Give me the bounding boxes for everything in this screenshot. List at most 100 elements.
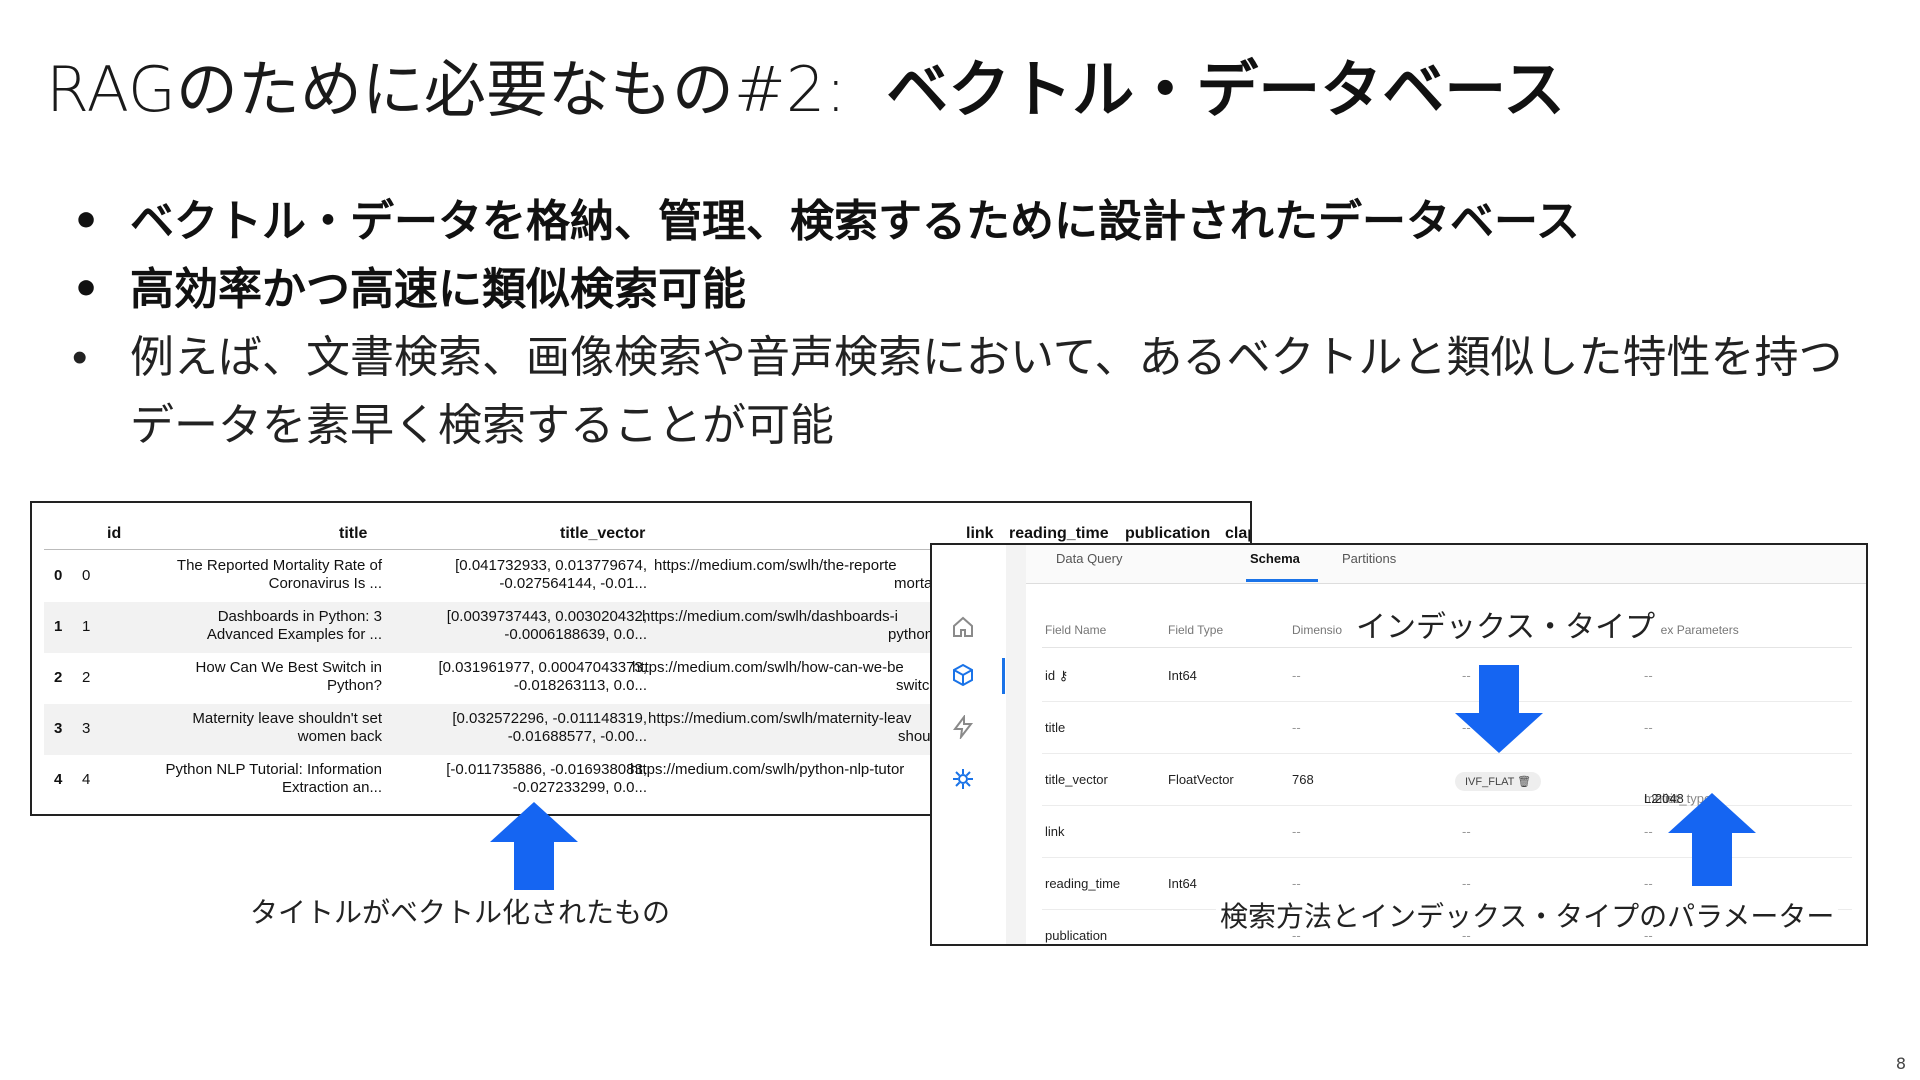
- tab-schema[interactable]: Schema: [1250, 551, 1300, 566]
- bullet-text: 例えば、文書検索、画像検索や音声検索において、あるベクトルと類似した特性を持つデ…: [130, 332, 1843, 451]
- col-index-parameters: Index Parameters: [1644, 623, 1739, 637]
- cell-id: 2: [82, 669, 91, 686]
- cell-title-line: Python?: [326, 677, 382, 694]
- tab-bar: Data Query Schema Partitions: [1026, 545, 1866, 584]
- bullet-dot: •: [72, 332, 88, 383]
- page-number: 8: [1895, 1054, 1906, 1073]
- title-light: RAGのために必要なもの#2:: [46, 53, 847, 126]
- arrow-down-icon: [1455, 665, 1543, 753]
- col-dimension: Dimensio: [1292, 623, 1343, 637]
- metric-type-key: metric_type:: [1644, 791, 1715, 806]
- schema-row: link -- -- --: [1042, 805, 1852, 858]
- col-header-title-vector: title_vector: [560, 525, 646, 542]
- cell-vector-line: [0.041732933, 0.013779674,: [455, 557, 647, 574]
- settings-icon[interactable]: [950, 767, 976, 793]
- cell-link-line: https://medium.com/swlh/the-reporte: [654, 557, 897, 574]
- cell-title-line: Maternity leave shouldn't set: [192, 710, 382, 727]
- schema-row: title -- -- --: [1042, 701, 1852, 754]
- field-dimension: 768: [1292, 772, 1314, 787]
- cell-link-line: https://medium.com/swlh/maternity-leav: [648, 710, 912, 727]
- field-name: link: [1045, 824, 1065, 839]
- field-name: title: [1045, 720, 1066, 735]
- field-index-params: --: [1644, 928, 1653, 943]
- field-index-type: --: [1462, 876, 1471, 891]
- sidebar-gutter: [1006, 545, 1026, 944]
- metric-type-value: L2: [1644, 791, 1659, 806]
- cell-title-line: Python NLP Tutorial: Information: [165, 761, 382, 778]
- active-nav-indicator: [1002, 658, 1005, 694]
- cell-link-line: shoul: [898, 728, 934, 745]
- cell-link-line: https://medium.com/swlh/how-can-we-be: [632, 659, 904, 676]
- bullet-dot: •: [72, 264, 101, 315]
- cube-icon[interactable]: [950, 663, 976, 689]
- arrow-up-icon: [1668, 793, 1756, 886]
- field-dimension: --: [1292, 824, 1301, 839]
- bullet-item: • 例えば、文書検索、画像検索や音声検索において、あるベクトルと類似した特性を持つ…: [70, 324, 1870, 460]
- field-index-type: --: [1462, 928, 1471, 943]
- arrow-up-icon: [490, 802, 578, 890]
- bullet-dot: •: [72, 196, 101, 247]
- col-header-title: title: [339, 525, 368, 542]
- cell-vector-line: [-0.011735886, -0.016938083,: [446, 761, 647, 778]
- bullet-item: • ベクトル・データを格納、管理、検索するために設計されたデータベース: [70, 188, 1870, 256]
- bolt-icon[interactable]: [950, 714, 976, 741]
- field-index-params: --: [1644, 824, 1653, 839]
- row-index: 4: [54, 771, 63, 788]
- cell-title-line: Extraction an...: [281, 779, 382, 796]
- cell-title-vector: [0.0039737443, 0.003020432,-0.0006188639…: [407, 608, 647, 644]
- field-name: reading_time: [1045, 876, 1121, 891]
- tab-data-query[interactable]: Data Query: [1056, 551, 1123, 566]
- field-index-type: --: [1462, 668, 1471, 683]
- dataframe-header: id title title_vector link reading_time …: [44, 519, 1250, 550]
- cell-vector-line: [0.0039737443, 0.003020432,: [446, 608, 647, 625]
- cell-id: 1: [82, 618, 91, 635]
- title-bold: ベクトル・データベース: [886, 53, 1566, 126]
- cell-id: 3: [82, 720, 91, 737]
- cell-title-vector: [0.031961977, 0.00047043373,-0.018263113…: [407, 659, 647, 695]
- schema-table-header: Field Name Field Type Dimensio Index Par…: [1042, 611, 1852, 648]
- cell-title-line: Dashboards in Python: 3: [217, 608, 382, 625]
- cell-link-line: https://medium.com/swlh/python-nlp-tutor: [630, 761, 905, 778]
- cell-title-line: Advanced Examples for ...: [206, 626, 382, 643]
- cell-title-line: The Reported Mortality Rate of: [176, 557, 382, 574]
- row-index: 1: [54, 618, 63, 635]
- col-field-type: Field Type: [1168, 623, 1224, 637]
- field-index-params: --: [1644, 720, 1653, 735]
- field-name: publication: [1045, 928, 1108, 943]
- cell-link-line: python-3: [888, 626, 947, 643]
- field-dimension: --: [1292, 876, 1301, 891]
- home-icon[interactable]: [950, 615, 976, 641]
- field-index-type: --: [1462, 720, 1471, 735]
- cell-vector-line: [0.032572296, -0.011148319,: [452, 710, 647, 727]
- cell-title-vector: [0.032572296, -0.011148319,-0.01688577, …: [407, 710, 647, 746]
- cell-vector-line: -0.027233299, 0.0...: [512, 779, 647, 796]
- col-header-reading-time: reading_time: [1009, 525, 1109, 542]
- schema-row: title_vector FloatVector 768 IVF_FLAT 🗑 …: [1042, 753, 1852, 806]
- slide-title: RAGのために必要なもの#2: ベクトル・データベース: [46, 50, 1565, 130]
- cell-vector-line: -0.0006188639, 0.0...: [504, 626, 647, 643]
- bullet-text: ベクトル・データを格納、管理、検索するために設計されたデータベース: [130, 196, 1580, 247]
- tab-partitions[interactable]: Partitions: [1342, 551, 1397, 566]
- index-type-chip[interactable]: IVF_FLAT 🗑: [1455, 772, 1542, 791]
- field-dimension: --: [1292, 720, 1301, 735]
- cell-vector-line: -0.018263113, 0.0...: [513, 677, 647, 694]
- row-index: 3: [54, 720, 63, 737]
- field-index-params: --: [1644, 668, 1653, 683]
- schema-sidebar: [932, 545, 1006, 944]
- nlist-value: 2048: [1654, 791, 1684, 806]
- row-index: 0: [54, 567, 63, 584]
- cell-title-line: women back: [297, 728, 382, 745]
- cell-title-vector: [0.041732933, 0.013779674,-0.027564144, …: [407, 557, 647, 593]
- cell-link: https://medium.com/swlh/python-nlp-tutor: [630, 761, 904, 779]
- cell-link-line: https://medium.com/swlh/dashboards-i: [642, 608, 898, 625]
- cell-id: 4: [82, 771, 91, 788]
